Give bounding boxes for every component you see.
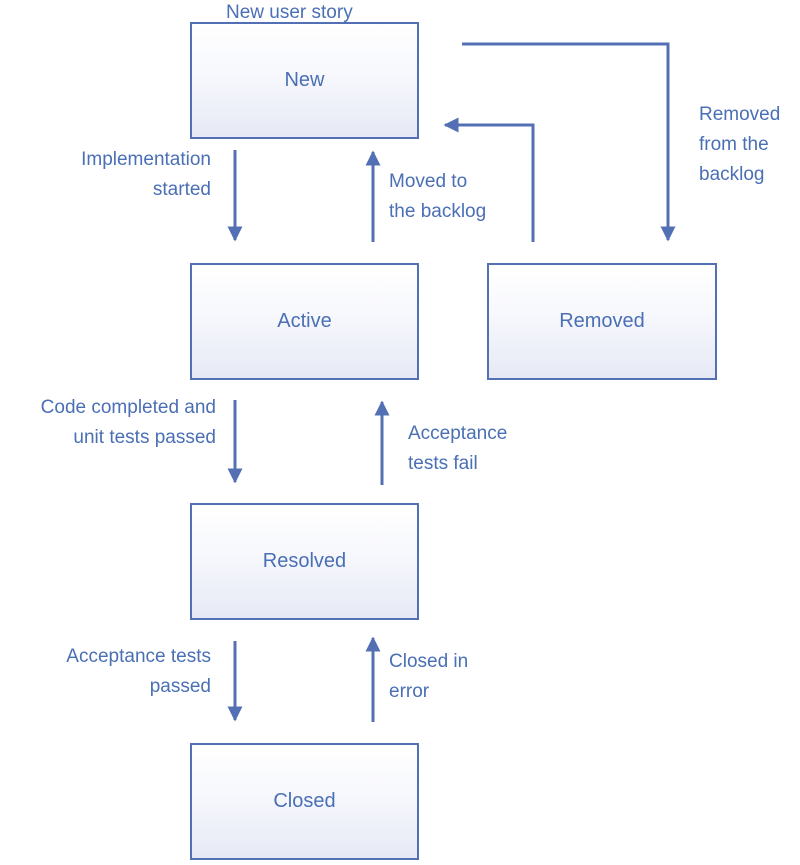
state-removed: Removed xyxy=(487,263,717,380)
state-closed: Closed xyxy=(190,743,419,860)
state-removed-label: Removed xyxy=(559,310,645,332)
transition-acceptance-tests-fail: Acceptance tests fail xyxy=(408,419,507,479)
state-resolved-label: Resolved xyxy=(262,550,347,572)
transition-label-line: Code completed and xyxy=(40,397,216,418)
diagram-entry-label: New user story xyxy=(226,2,353,23)
state-new-label: New xyxy=(284,69,325,91)
transition-label-line: Moved to xyxy=(389,171,468,192)
transition-label-line: Closed in xyxy=(389,651,469,672)
state-resolved: Resolved xyxy=(190,503,419,620)
transition-label-line: passed xyxy=(149,676,211,697)
transition-label-line: backlog xyxy=(699,164,765,185)
arrow-removed-to-new xyxy=(443,117,535,242)
transition-label-line: started xyxy=(152,179,211,200)
transition-label-line: error xyxy=(389,681,430,702)
state-new: New xyxy=(190,22,419,139)
transition-label-line: Acceptance tests xyxy=(66,646,211,667)
transition-label-line: the backlog xyxy=(389,201,487,222)
transition-closed-in-error: Closed in error xyxy=(389,647,468,707)
state-active-label: Active xyxy=(277,310,332,332)
transition-label-line: Implementation xyxy=(81,149,211,170)
transition-removed-from-backlog: Removed from the backlog xyxy=(699,100,780,190)
state-closed-label: Closed xyxy=(273,790,336,812)
transition-label-line: unit tests passed xyxy=(73,427,216,448)
transition-code-completed: Code completed and unit tests passed xyxy=(41,393,216,453)
transition-acceptance-tests-passed: Acceptance tests passed xyxy=(66,642,211,702)
transition-label-line: Removed xyxy=(699,104,781,125)
transition-label-line: tests fail xyxy=(408,453,478,474)
state-active: Active xyxy=(190,263,419,380)
transition-label-line: Acceptance xyxy=(408,423,508,444)
arrow-new-to-removed xyxy=(462,42,676,242)
transition-implementation-started: Implementation started xyxy=(81,145,211,205)
transition-label-line: from the xyxy=(699,134,769,155)
transition-moved-to-backlog: Moved to the backlog xyxy=(389,167,486,227)
